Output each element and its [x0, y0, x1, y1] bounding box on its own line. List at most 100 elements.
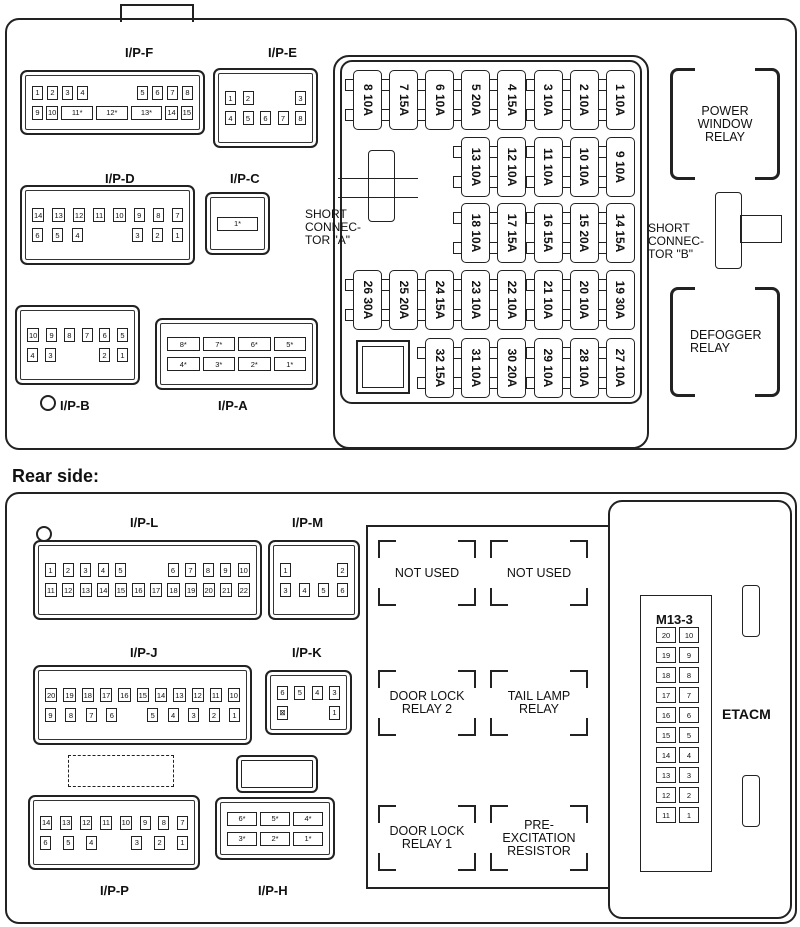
- connector-pin: 5: [318, 583, 329, 597]
- relay-corner: [458, 588, 476, 606]
- connector-pin: 12: [80, 815, 93, 830]
- connector-pin: 6*: [227, 811, 257, 826]
- connector-pin: 14: [32, 208, 45, 222]
- fuse-19: 19 30A: [597, 270, 635, 330]
- connector-pin: 8: [158, 815, 170, 830]
- connector-pin: 6: [106, 708, 118, 722]
- connector-pin: 3: [188, 708, 200, 722]
- ipm-label: I/P-M: [292, 515, 324, 530]
- relay-slot: NOT USED: [378, 540, 476, 606]
- blank-slot: [68, 755, 174, 787]
- fuse-8: 8 10A: [345, 70, 382, 130]
- connector-pin: 5: [115, 563, 126, 577]
- relay-label: NOT USED: [506, 565, 572, 580]
- m13-pin: 6: [679, 707, 699, 723]
- relay-corner: [458, 670, 476, 688]
- connector-pin: 5: [137, 85, 148, 100]
- relay-corner: [378, 718, 396, 736]
- fuse-label: 26 30A: [360, 280, 375, 320]
- connector-pin: 13: [60, 815, 73, 830]
- connector-pin: 17: [99, 688, 113, 702]
- fuse-label: 3 10A: [541, 83, 555, 117]
- connector-pin: 9: [46, 328, 58, 342]
- fuse-label: 15 20A: [577, 213, 592, 253]
- fuse-14: 14 15A: [597, 203, 635, 263]
- relay-corner: [570, 670, 588, 688]
- connector-pin: 3: [328, 685, 340, 700]
- etacm-clip: [742, 775, 760, 827]
- connector-pin: 3*: [202, 357, 235, 371]
- connector-pin: 5*: [260, 811, 290, 826]
- connector-pin: 7: [167, 85, 178, 100]
- connector-pin: 17: [149, 583, 163, 597]
- fuse-label: 6 10A: [432, 83, 447, 117]
- rear-side-heading: Rear side:: [12, 466, 100, 486]
- connector-pin: 5*: [273, 337, 306, 351]
- m13-pin: 1: [679, 807, 699, 823]
- connector-pin: 2: [242, 91, 254, 105]
- connector-pin: 20: [202, 583, 215, 597]
- connector-pin: 7: [176, 815, 188, 830]
- connector-pin: 4: [311, 685, 323, 700]
- fuse-29: 29 10A: [525, 338, 563, 398]
- m13-pin: 14: [656, 747, 676, 763]
- fuse-label: 8 10A: [360, 83, 375, 117]
- connector-pin: 3: [132, 228, 143, 242]
- fuse-11: 11 10A: [525, 137, 563, 197]
- connector-pin: 22: [237, 583, 250, 597]
- connector-pin: 1*: [217, 216, 258, 231]
- fuse-25: 25 20A: [381, 270, 419, 330]
- fuse-12: 12 10A: [489, 137, 527, 197]
- connector-pin: 11*: [61, 105, 93, 120]
- fuse-label: 17 15A: [504, 213, 519, 253]
- connector-pin: 4: [27, 348, 38, 362]
- connector-pin: 1*: [273, 357, 306, 371]
- ipc-label: I/P-C: [230, 171, 260, 186]
- fuse-13: 13 10A: [453, 137, 491, 197]
- fuse-label: 32 15A: [432, 348, 447, 388]
- relay-slot: DOOR LOCK RELAY 1: [378, 805, 476, 871]
- fuse-30: 30 20A: [489, 338, 527, 398]
- connector-pin: 10: [113, 208, 126, 222]
- fuse-label: 12 10A: [504, 147, 519, 187]
- fuse-label: 30 20A: [504, 348, 519, 388]
- ipe-label: I/P-E: [268, 45, 297, 60]
- fuse-label: 9 10A: [613, 150, 628, 184]
- connector-pin: 1: [117, 348, 128, 362]
- relay-slot: DOOR LOCK RELAY 2: [378, 670, 476, 736]
- relay-corner: [490, 805, 508, 823]
- connector-pin: 8*: [167, 337, 200, 351]
- connector-pin: 4: [72, 228, 83, 242]
- connector-pin: 12: [72, 208, 86, 222]
- fuse-20: 20 10A: [561, 270, 599, 330]
- connector-pin: 18: [81, 688, 94, 702]
- connector-pin: 7: [171, 208, 183, 222]
- connector-pin: 19: [184, 583, 198, 597]
- relay-corner: [490, 588, 508, 606]
- connector-pin: 7: [85, 708, 97, 722]
- m13-pin: 10: [679, 627, 699, 643]
- m13-pin: 5: [679, 727, 699, 743]
- short-connector-b-label: SHORT CONNEC- TOR "B": [648, 221, 704, 261]
- etacm-label: ETACM: [722, 706, 771, 722]
- connector-pin: 10: [119, 815, 132, 830]
- connector-pin: 2*: [238, 357, 271, 371]
- m13-pin: 16: [656, 707, 676, 723]
- fuse-9: 9 10A: [597, 137, 635, 197]
- fuse-26: 26 30A: [345, 270, 382, 330]
- connector-pin: 13: [52, 208, 65, 222]
- relay-label: TAIL LAMP RELAY: [507, 689, 571, 716]
- relay-corner: [378, 588, 396, 606]
- ipj-label: I/P-J: [130, 645, 158, 660]
- fuse-23: 23 10A: [453, 270, 491, 330]
- fuse-4: 4 15A: [489, 70, 527, 130]
- blank-slot: [236, 755, 318, 793]
- etacm-module: [608, 500, 792, 919]
- fuse-label: 21 10A: [541, 280, 555, 320]
- connector-pin: 9: [32, 105, 43, 120]
- connector-pin: 1: [328, 705, 340, 720]
- connector-pin: 16: [118, 688, 131, 702]
